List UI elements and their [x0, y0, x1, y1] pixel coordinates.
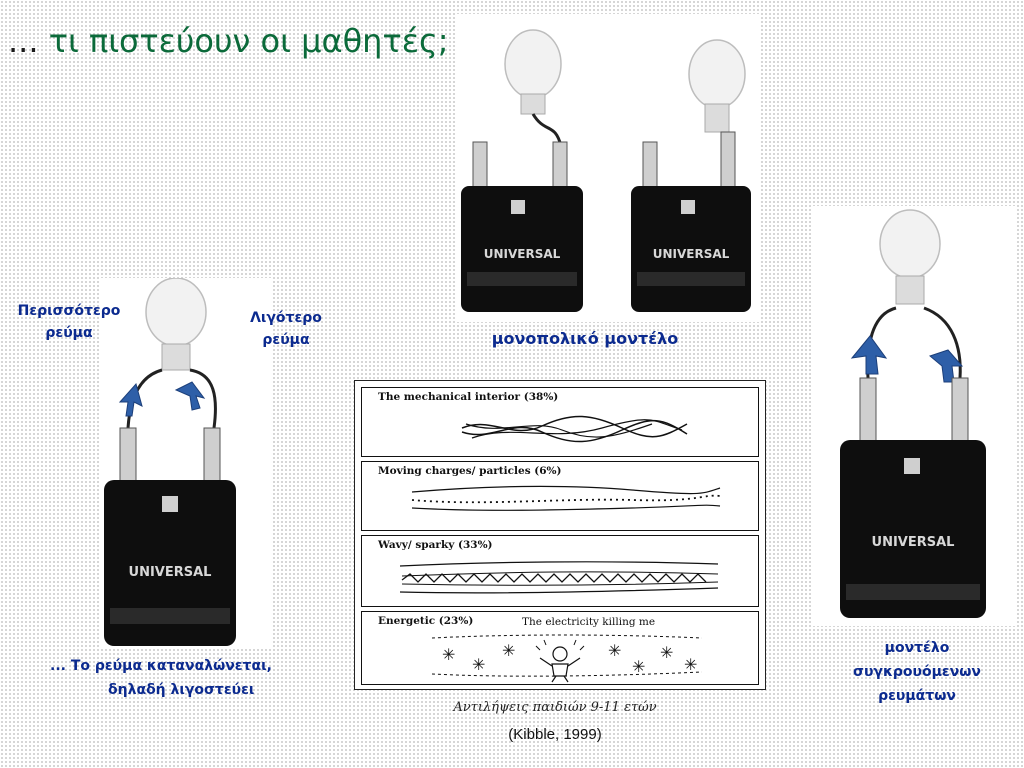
conception-title: Wavy/ sparky (33%): [378, 539, 493, 551]
battery-brand-label: UNIVERSAL: [653, 247, 730, 261]
light-bulb-icon: [688, 39, 746, 133]
moving-particles-sketch: [411, 485, 721, 511]
conception-box: The mechanical interior (38%): [361, 387, 759, 457]
arrow-icon: [118, 382, 143, 417]
arrow-icon: [850, 335, 888, 375]
consumed-caption-line2: δηλαδή λιγοστεύει: [108, 682, 255, 698]
battery-brand-label: UNIVERSAL: [872, 535, 955, 550]
conception-title: Moving charges/ particles (6%): [378, 465, 562, 477]
label-more-current: Περισσότερο ρεύμα: [17, 303, 121, 341]
citation: (Kibble, 1999): [508, 726, 602, 743]
consumed-current-illustration: UNIVERSAL: [104, 277, 236, 646]
light-bulb-icon: [504, 29, 562, 115]
battery-brand-label: UNIVERSAL: [484, 247, 561, 261]
consumed-caption-line1: ... Το ρεύμα καταναλώνεται,: [50, 658, 272, 674]
consumed-current-figure: UNIVERSAL: [100, 277, 272, 648]
title-dots: ...: [8, 22, 39, 60]
monopolar-model-illustration: UNIVERSAL UNIVERSAL: [461, 29, 751, 312]
energetic-sketch: ✳ ✳ ✳ ✳ ✳ ✳ ✳: [431, 634, 703, 683]
wavy-sparky-sketch: [399, 561, 719, 594]
light-bulb-icon: [145, 277, 207, 371]
slide-title: ... τι πιστεύουν οι μαθητές;: [8, 22, 449, 60]
battery-icon: UNIVERSAL: [840, 377, 986, 618]
star-icon: ✳: [684, 655, 697, 674]
clashing-currents-figure: UNIVERSAL: [812, 206, 1016, 626]
battery-icon: UNIVERSAL: [631, 131, 751, 312]
conceptions-panel: The mechanical interior (38%) Moving cha…: [354, 380, 766, 690]
conception-box: Wavy/ sparky (33%): [361, 535, 759, 607]
conception-box: Energetic (23%) The electricity killing …: [361, 611, 759, 685]
monopolar-model-caption: μονοπολικό μοντέλο: [491, 329, 679, 348]
conception-title: Energetic (23%): [378, 615, 474, 627]
star-icon: ✳: [502, 641, 515, 660]
title-text: τι πιστεύουν οι μαθητές;: [38, 22, 449, 60]
twisted-wires-sketch: [461, 415, 688, 443]
star-icon: ✳: [442, 645, 455, 664]
star-icon: ✳: [632, 657, 645, 676]
battery-icon: UNIVERSAL: [104, 427, 236, 646]
star-icon: ✳: [608, 641, 621, 660]
battery-brand-label: UNIVERSAL: [129, 565, 212, 580]
arrow-icon: [174, 381, 206, 411]
clashing-currents-caption: μοντέλο συγκρουόμενων ρευμάτων: [853, 640, 981, 704]
child-figure-icon: [535, 639, 585, 683]
monopolar-model-figure: UNIVERSAL UNIVERSAL: [455, 14, 760, 322]
star-icon: ✳: [472, 655, 485, 674]
arrow-icon: [928, 349, 964, 383]
star-icon: ✳: [660, 643, 673, 662]
light-bulb-icon: [879, 209, 941, 305]
clashing-currents-illustration: UNIVERSAL: [840, 209, 986, 618]
label-less-current: Λιγότερο ρεύμα: [250, 310, 322, 348]
conceptions-caption: Αντιλήψεις παιδιών 9-11 ετών: [453, 700, 657, 715]
conception-note: The electricity killing me: [522, 616, 656, 628]
battery-icon: UNIVERSAL: [461, 141, 583, 312]
conception-title: The mechanical interior (38%): [378, 391, 559, 403]
conception-box: Moving charges/ particles (6%): [361, 461, 759, 531]
